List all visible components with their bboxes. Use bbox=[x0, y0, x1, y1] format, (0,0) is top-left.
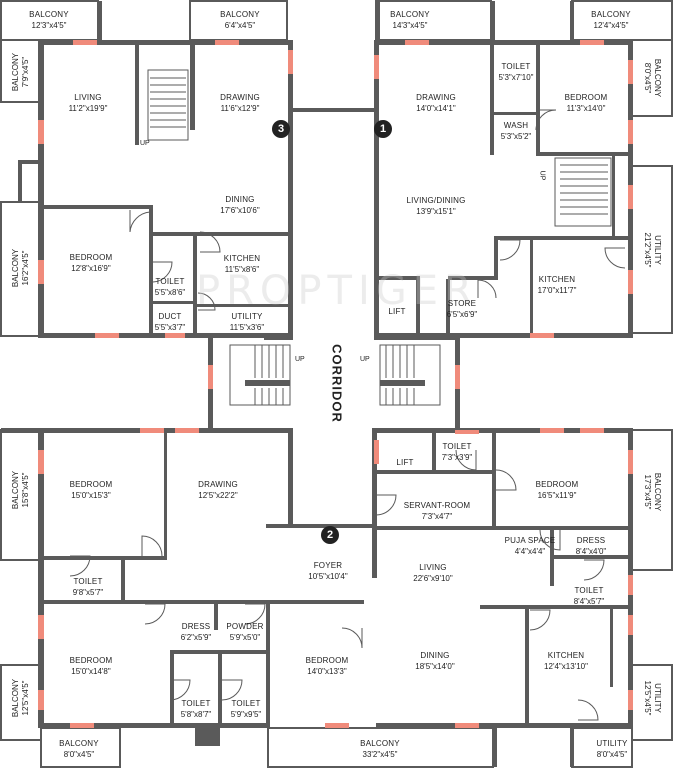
up-label-3: UP bbox=[360, 356, 370, 363]
walls bbox=[1, 1, 633, 767]
up-label-2: UP bbox=[295, 356, 305, 363]
doors bbox=[69, 109, 626, 721]
room-label: LIFT bbox=[388, 307, 406, 316]
up-label-4: UP bbox=[538, 170, 546, 181]
marker-2: 2 bbox=[321, 526, 339, 544]
marker-1: 1 bbox=[374, 120, 392, 138]
room-label: LIFT bbox=[396, 458, 414, 467]
up-label-1: UP bbox=[140, 140, 150, 147]
marker-3: 3 bbox=[272, 120, 290, 138]
stairs bbox=[147, 69, 612, 406]
corridor-label: CORRIDOR bbox=[329, 344, 345, 423]
watermark-text: PROPTIGER bbox=[196, 268, 478, 314]
windows bbox=[38, 40, 633, 728]
